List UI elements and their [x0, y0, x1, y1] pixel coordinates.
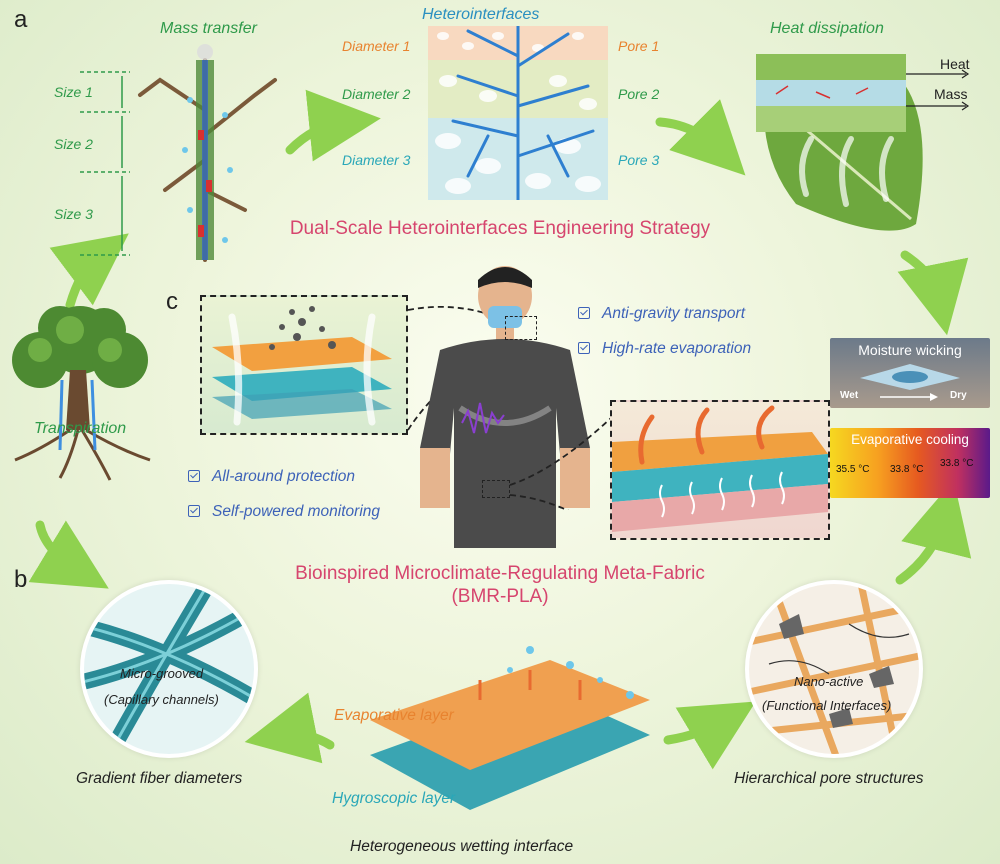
panel-letter-a: a: [14, 6, 28, 33]
person-illustration: [420, 266, 590, 548]
heterogeneous-label: Heterogeneous wetting interface: [350, 838, 574, 855]
evaporative-cooling-card: Evaporative cooling 35.5 °C 33.8 °C 33.8…: [830, 428, 990, 498]
wet-dry-arrow: [880, 393, 938, 401]
checkbox-icon: [578, 307, 590, 319]
micro-grooved-label: Micro-grooved: [120, 666, 204, 681]
heat-label: Heat: [940, 56, 970, 72]
evaporative-layer-label: Evaporative layer: [334, 707, 454, 724]
checkbox-icon: [188, 470, 200, 482]
high-rate-text: High-rate evaporation: [602, 340, 752, 357]
branch-illustration: [80, 44, 277, 262]
all-around-feature: All-around protection: [188, 468, 355, 486]
all-around-text: All-around protection: [212, 468, 356, 485]
dry-label: Dry: [950, 390, 967, 401]
transpiration-label: Transpiration: [34, 420, 127, 437]
anti-gravity-text: Anti-gravity transport: [602, 305, 745, 322]
arrow-bottom-left: [244, 692, 335, 764]
filter-inset: [200, 295, 408, 435]
strategy-title: Dual-Scale Heterointerfaces Engineering …: [289, 218, 711, 239]
heterointerfaces-title: Heterointerfaces: [422, 6, 540, 23]
arrow-left-top: [49, 233, 129, 310]
pore-3-label: Pore 3: [618, 152, 660, 168]
mass-transfer-title: Mass transfer: [160, 20, 257, 37]
pore-1-label: Pore 1: [618, 38, 660, 54]
heat-dissipation-title: Heat dissipation: [770, 20, 884, 37]
checkbox-icon: [578, 342, 590, 354]
inset-connectors-right: [509, 417, 612, 510]
hygroscopic-layer-label: Hygroscopic layer: [332, 790, 456, 807]
arrow-bottom-right: [663, 701, 756, 770]
wicking-fabric-icon: [860, 364, 960, 390]
tree-illustration: [12, 306, 151, 481]
size-3-label: Size 3: [54, 206, 93, 222]
wet-label: Wet: [840, 390, 859, 401]
shirt-highlight: [482, 480, 510, 498]
evaporation-inset: [610, 400, 830, 540]
leaf-illustration: [756, 54, 970, 231]
arrow-right-top: [897, 250, 969, 336]
fabric-title-line1: Bioinspired Microclimate-Regulating Meta…: [295, 563, 705, 584]
fabric-title-line2: (BMR-PLA): [451, 586, 549, 607]
arrow-left-bottom: [28, 520, 109, 589]
arrow-top-right: [655, 99, 746, 176]
moisture-wicking-card: Moisture wicking Wet Dry: [830, 338, 990, 408]
arrow-top-left: [285, 89, 381, 162]
functional-label: (Functional Interfaces): [762, 698, 892, 713]
temp-3-label: 33.8 °C: [940, 458, 974, 469]
pore-2-label: Pore 2: [618, 86, 660, 102]
nano-active-label: Nano-active: [794, 674, 864, 689]
heterointerfaces-illustration: [428, 26, 608, 200]
evaporative-cooling-title: Evaporative cooling: [851, 432, 969, 447]
checkbox-icon: [188, 505, 200, 517]
nano-active-circle: [745, 580, 923, 758]
mass-label: Mass: [934, 86, 968, 102]
mask-highlight: [505, 316, 537, 340]
evaporation-layers-illustration: [612, 405, 828, 532]
temp-2-label: 33.8 °C: [890, 464, 924, 475]
high-rate-feature: High-rate evaporation: [578, 340, 751, 358]
temp-1-label: 35.5 °C: [836, 464, 870, 475]
capillary-label: (Capillary channels): [104, 692, 219, 707]
arrow-right-bottom: [895, 480, 972, 585]
self-powered-text: Self-powered monitoring: [212, 503, 381, 520]
size-1-label: Size 1: [54, 84, 93, 100]
diameter-3-label: Diameter 3: [342, 152, 411, 168]
micro-grooved-circle: [80, 580, 258, 758]
panel-letter-c: c: [166, 288, 178, 315]
nano-fibers-illustration: [749, 584, 919, 754]
filter-layers-illustration: [212, 306, 392, 426]
moisture-wicking-title: Moisture wicking: [858, 342, 962, 358]
diameter-2-label: Diameter 2: [342, 86, 411, 102]
diameter-1-label: Diameter 1: [342, 38, 411, 54]
self-powered-feature: Self-powered monitoring: [188, 503, 380, 521]
gradient-label: Gradient fiber diameters: [76, 770, 243, 787]
fabric-layers-illustration: [370, 646, 650, 810]
anti-gravity-feature: Anti-gravity transport: [578, 305, 745, 323]
panel-letter-b: b: [14, 566, 28, 593]
size-2-label: Size 2: [54, 136, 93, 152]
hierarchical-label: Hierarchical pore structures: [734, 770, 924, 787]
